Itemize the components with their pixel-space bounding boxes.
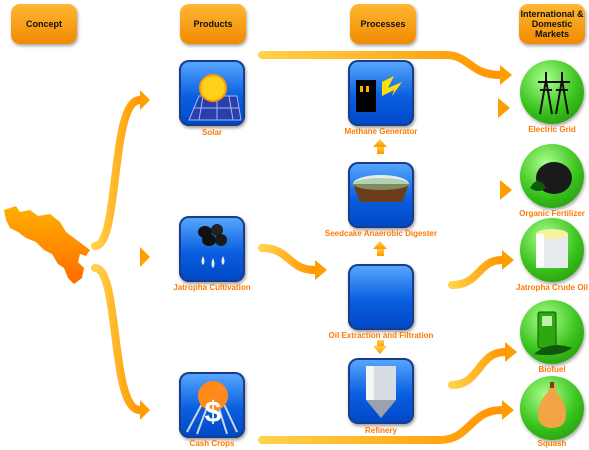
methane-generator-icon (356, 76, 402, 112)
fuel-pump-icon (534, 311, 572, 356)
refinery-label: Refinery (364, 426, 398, 435)
cash-crops-label: Cash Crops (189, 439, 235, 448)
fertilizer-pile-icon (530, 162, 572, 194)
header-markets: International & Domestic Markets (519, 4, 585, 44)
biofuel-label: Biofuel (538, 365, 566, 374)
arrow-refinery-biofuel (448, 348, 509, 389)
biofuel-circle[interactable] (520, 300, 584, 364)
methane-tile[interactable] (348, 60, 414, 126)
oil-press-icon (348, 264, 414, 330)
oil-barrel-icon (536, 229, 568, 268)
grid-label: Electric Grid (528, 125, 576, 134)
dollar-field-icon: $ (186, 381, 238, 435)
crude-oil-circle[interactable] (520, 218, 584, 282)
jatropha-seeds-icon (198, 224, 227, 268)
squash-circle[interactable] (520, 376, 584, 440)
methane-label: Methane Generator (344, 127, 418, 136)
jatropha-tile[interactable] (179, 216, 245, 282)
costa-rica-map-icon (4, 206, 90, 284)
refinery-silo-icon (366, 366, 396, 418)
solar-panel-icon (188, 74, 242, 121)
refinery-tile[interactable] (348, 358, 414, 424)
jatropha-label: Jatropha Cultivation (173, 283, 251, 292)
arrow-cash-squash (258, 406, 506, 444)
header-products: Products (180, 4, 246, 44)
arrow-jatropha-oil (258, 244, 319, 274)
arrow-solar-grid (258, 51, 504, 79)
cash-crops-tile[interactable]: $ (179, 372, 245, 438)
squash-label: Squash (537, 439, 567, 448)
digester-tank-icon (353, 175, 409, 202)
arrow-concept-cash (91, 264, 144, 414)
svg-text:$: $ (205, 396, 222, 429)
squash-icon (538, 382, 566, 428)
solar-label: Solar (201, 128, 223, 137)
header-processes: Processes (350, 4, 416, 44)
arrow-oil-crude (448, 256, 506, 289)
oil-label: Oil Extraction and Filtration (328, 331, 434, 340)
header-concept: Concept (11, 4, 77, 44)
fertilizer-circle[interactable] (520, 144, 584, 208)
seedcake-label: Seedcake Anaerobic Digester (324, 229, 438, 238)
power-tower-icon (538, 72, 570, 115)
seedcake-tile[interactable] (348, 162, 414, 228)
arrow-concept-solar (91, 96, 144, 250)
solar-tile[interactable] (179, 60, 245, 126)
oil-tile[interactable] (348, 264, 414, 330)
crude-oil-label: Jatropha Crude Oil (515, 283, 589, 292)
fertilizer-label: Organic Fertilizer (519, 209, 585, 218)
grid-circle[interactable] (520, 60, 584, 124)
